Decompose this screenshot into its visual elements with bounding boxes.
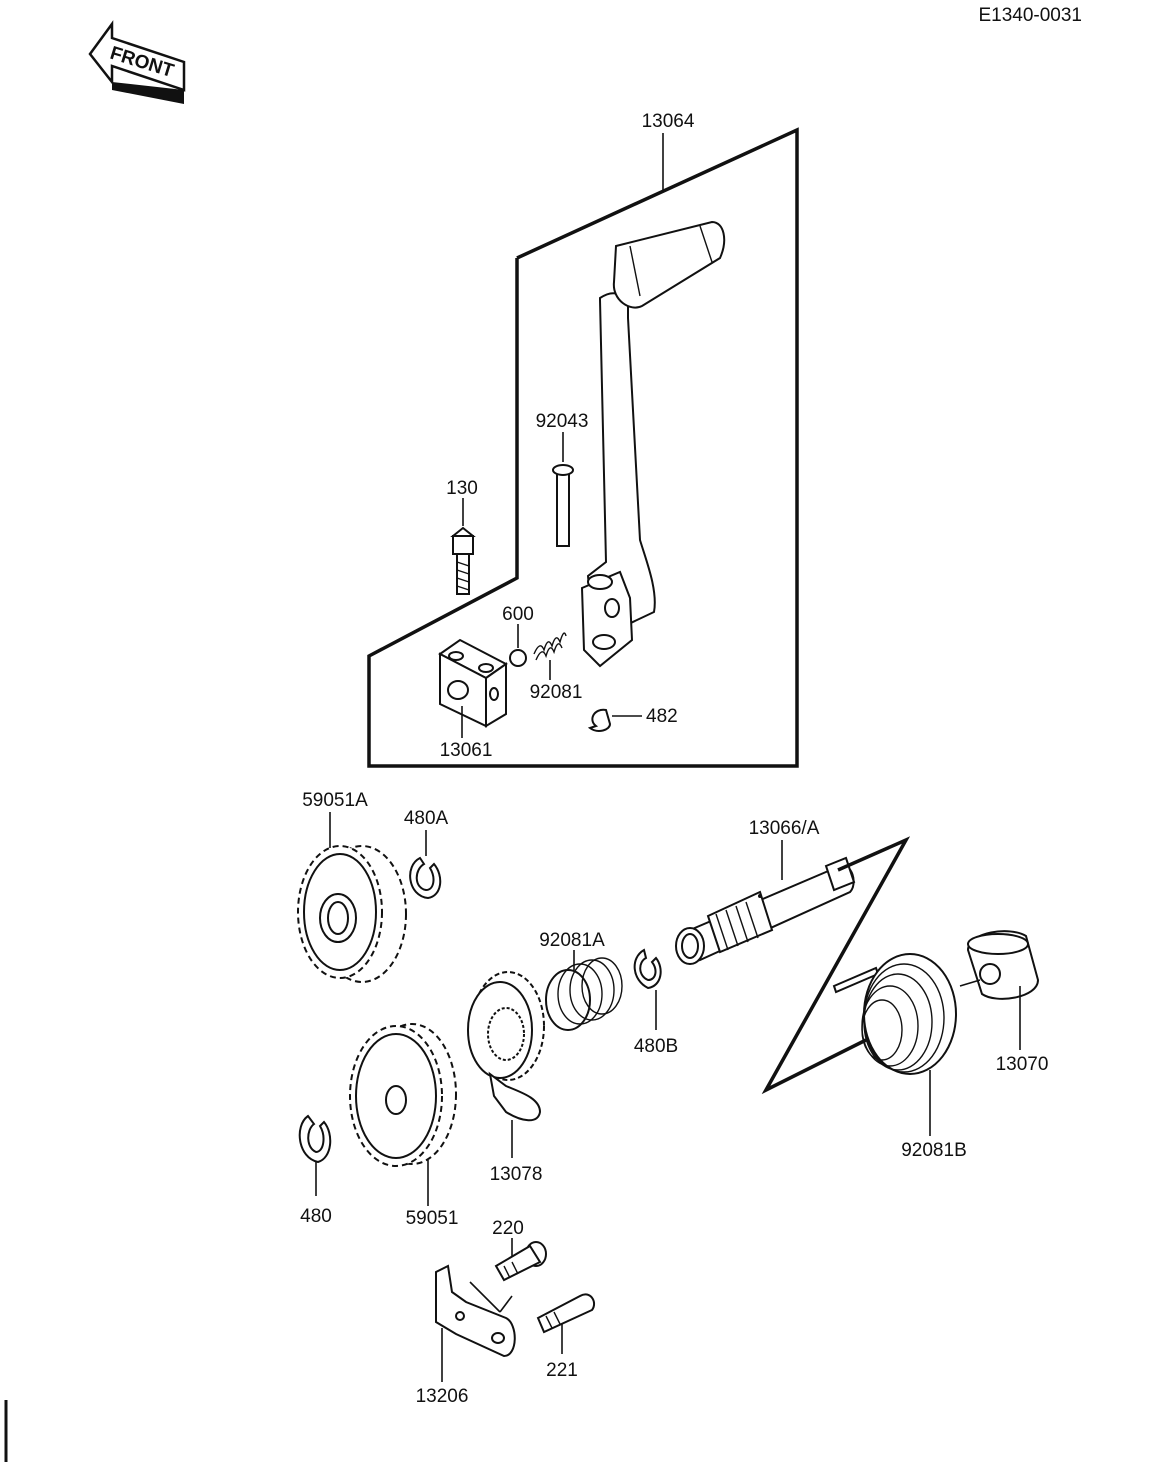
label-221: 221 <box>546 1360 578 1381</box>
label-220: 220 <box>492 1218 524 1239</box>
kick-pedal-assembly-frame <box>367 127 799 768</box>
bolt-221 <box>536 1293 596 1354</box>
label-480B: 480B <box>634 1036 678 1057</box>
label-13206: 13206 <box>416 1386 469 1407</box>
label-59051A: 59051A <box>302 790 368 811</box>
circlip-480B <box>633 948 662 1030</box>
inset-bracket <box>761 836 911 1095</box>
guide-13206 <box>435 1264 516 1382</box>
front-arrow-icon: FRONT <box>88 20 186 104</box>
ratchet-13078 <box>467 971 545 1158</box>
label-13061: 13061 <box>440 740 493 761</box>
shaft-13066A <box>675 840 856 965</box>
label-480A: 480A <box>404 808 449 829</box>
boss-13061 <box>438 638 508 738</box>
label-13070: 13070 <box>996 1054 1049 1075</box>
label-92081: 92081 <box>530 682 583 703</box>
bolt-130 <box>450 498 476 595</box>
label-600: 600 <box>502 604 534 625</box>
circlip-480A <box>409 830 442 900</box>
kick-pedal-lever <box>580 220 726 668</box>
gear-59051A <box>297 812 407 983</box>
label-130: 130 <box>446 478 478 499</box>
label-13078: 13078 <box>490 1164 543 1185</box>
gear-59051 <box>349 1023 457 1206</box>
holder-13070 <box>959 930 1040 1050</box>
label-13066A: 13066/A <box>749 818 820 839</box>
label-92043: 92043 <box>536 411 589 432</box>
spring-92081B <box>832 953 957 1136</box>
pin-92043 <box>552 432 574 547</box>
label-482: 482 <box>646 706 678 727</box>
circlip-480 <box>298 1114 332 1196</box>
label-480: 480 <box>300 1206 332 1227</box>
clip-482 <box>587 708 642 732</box>
document-code: E1340-0031 <box>978 5 1082 26</box>
label-92081B: 92081B <box>901 1140 967 1161</box>
label-13064: 13064 <box>642 111 695 132</box>
spring-92081 <box>533 632 567 680</box>
label-59051: 59051 <box>406 1208 459 1229</box>
spring-92081A <box>545 950 623 1031</box>
label-92081A: 92081A <box>539 930 605 951</box>
bolt-220 <box>469 1238 547 1313</box>
ball-600 <box>509 624 527 667</box>
